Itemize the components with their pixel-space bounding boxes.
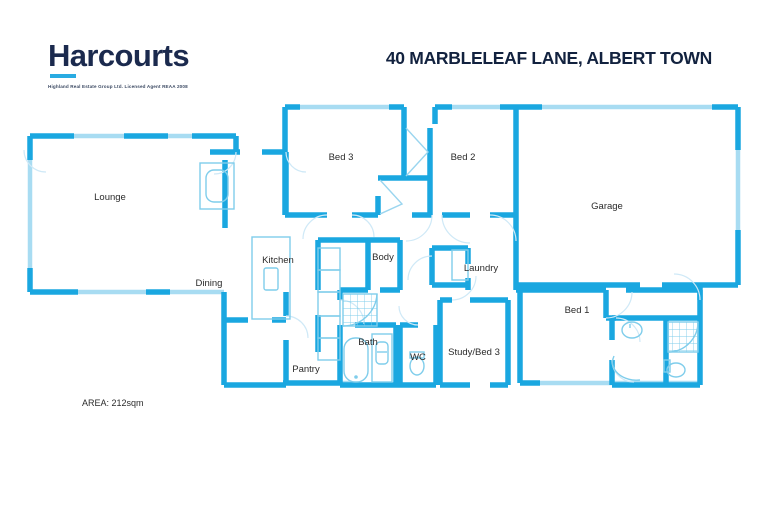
room-label-dining: Dining <box>196 278 223 289</box>
structural-walls <box>27 104 741 388</box>
wall-layer <box>23 104 741 388</box>
brand-tagline: Highland Real Estate Group Ltd. Licensed… <box>48 84 188 89</box>
room-label-wc: WC <box>410 352 426 363</box>
brand-block: Harcourts Highland Real Estate Group Ltd… <box>48 40 378 90</box>
room-label-kitchen: Kitchen <box>262 255 294 266</box>
room-label-garage: Garage <box>591 201 623 212</box>
room-label-bath: Bath <box>358 337 378 348</box>
room-label-bed1: Bed 1 <box>565 305 590 316</box>
room-label-pantry: Pantry <box>292 364 320 375</box>
room-label-body: Body <box>372 252 394 263</box>
page-title: 40 MARBLELEAF LANE, ALBERT TOWN <box>385 48 712 68</box>
door-leaves <box>379 127 429 215</box>
room-label-bed2: Bed 2 <box>451 152 476 163</box>
brand-name: Harcourts <box>48 38 190 73</box>
room-label-study-bed3: Study/Bed 3 <box>448 347 500 358</box>
brand-accent-bar <box>50 74 76 78</box>
room-label-bed3: Bed 3 <box>329 152 354 163</box>
room-label-lounge: Lounge <box>94 192 126 203</box>
room-label-layer: Lounge Dining Kitchen Pantry Bed 3 Bed 2… <box>94 152 623 375</box>
fixtures <box>199 162 699 383</box>
room-label-laundry: Laundry <box>464 263 499 274</box>
area-label: AREA: 212sqm <box>82 398 144 408</box>
